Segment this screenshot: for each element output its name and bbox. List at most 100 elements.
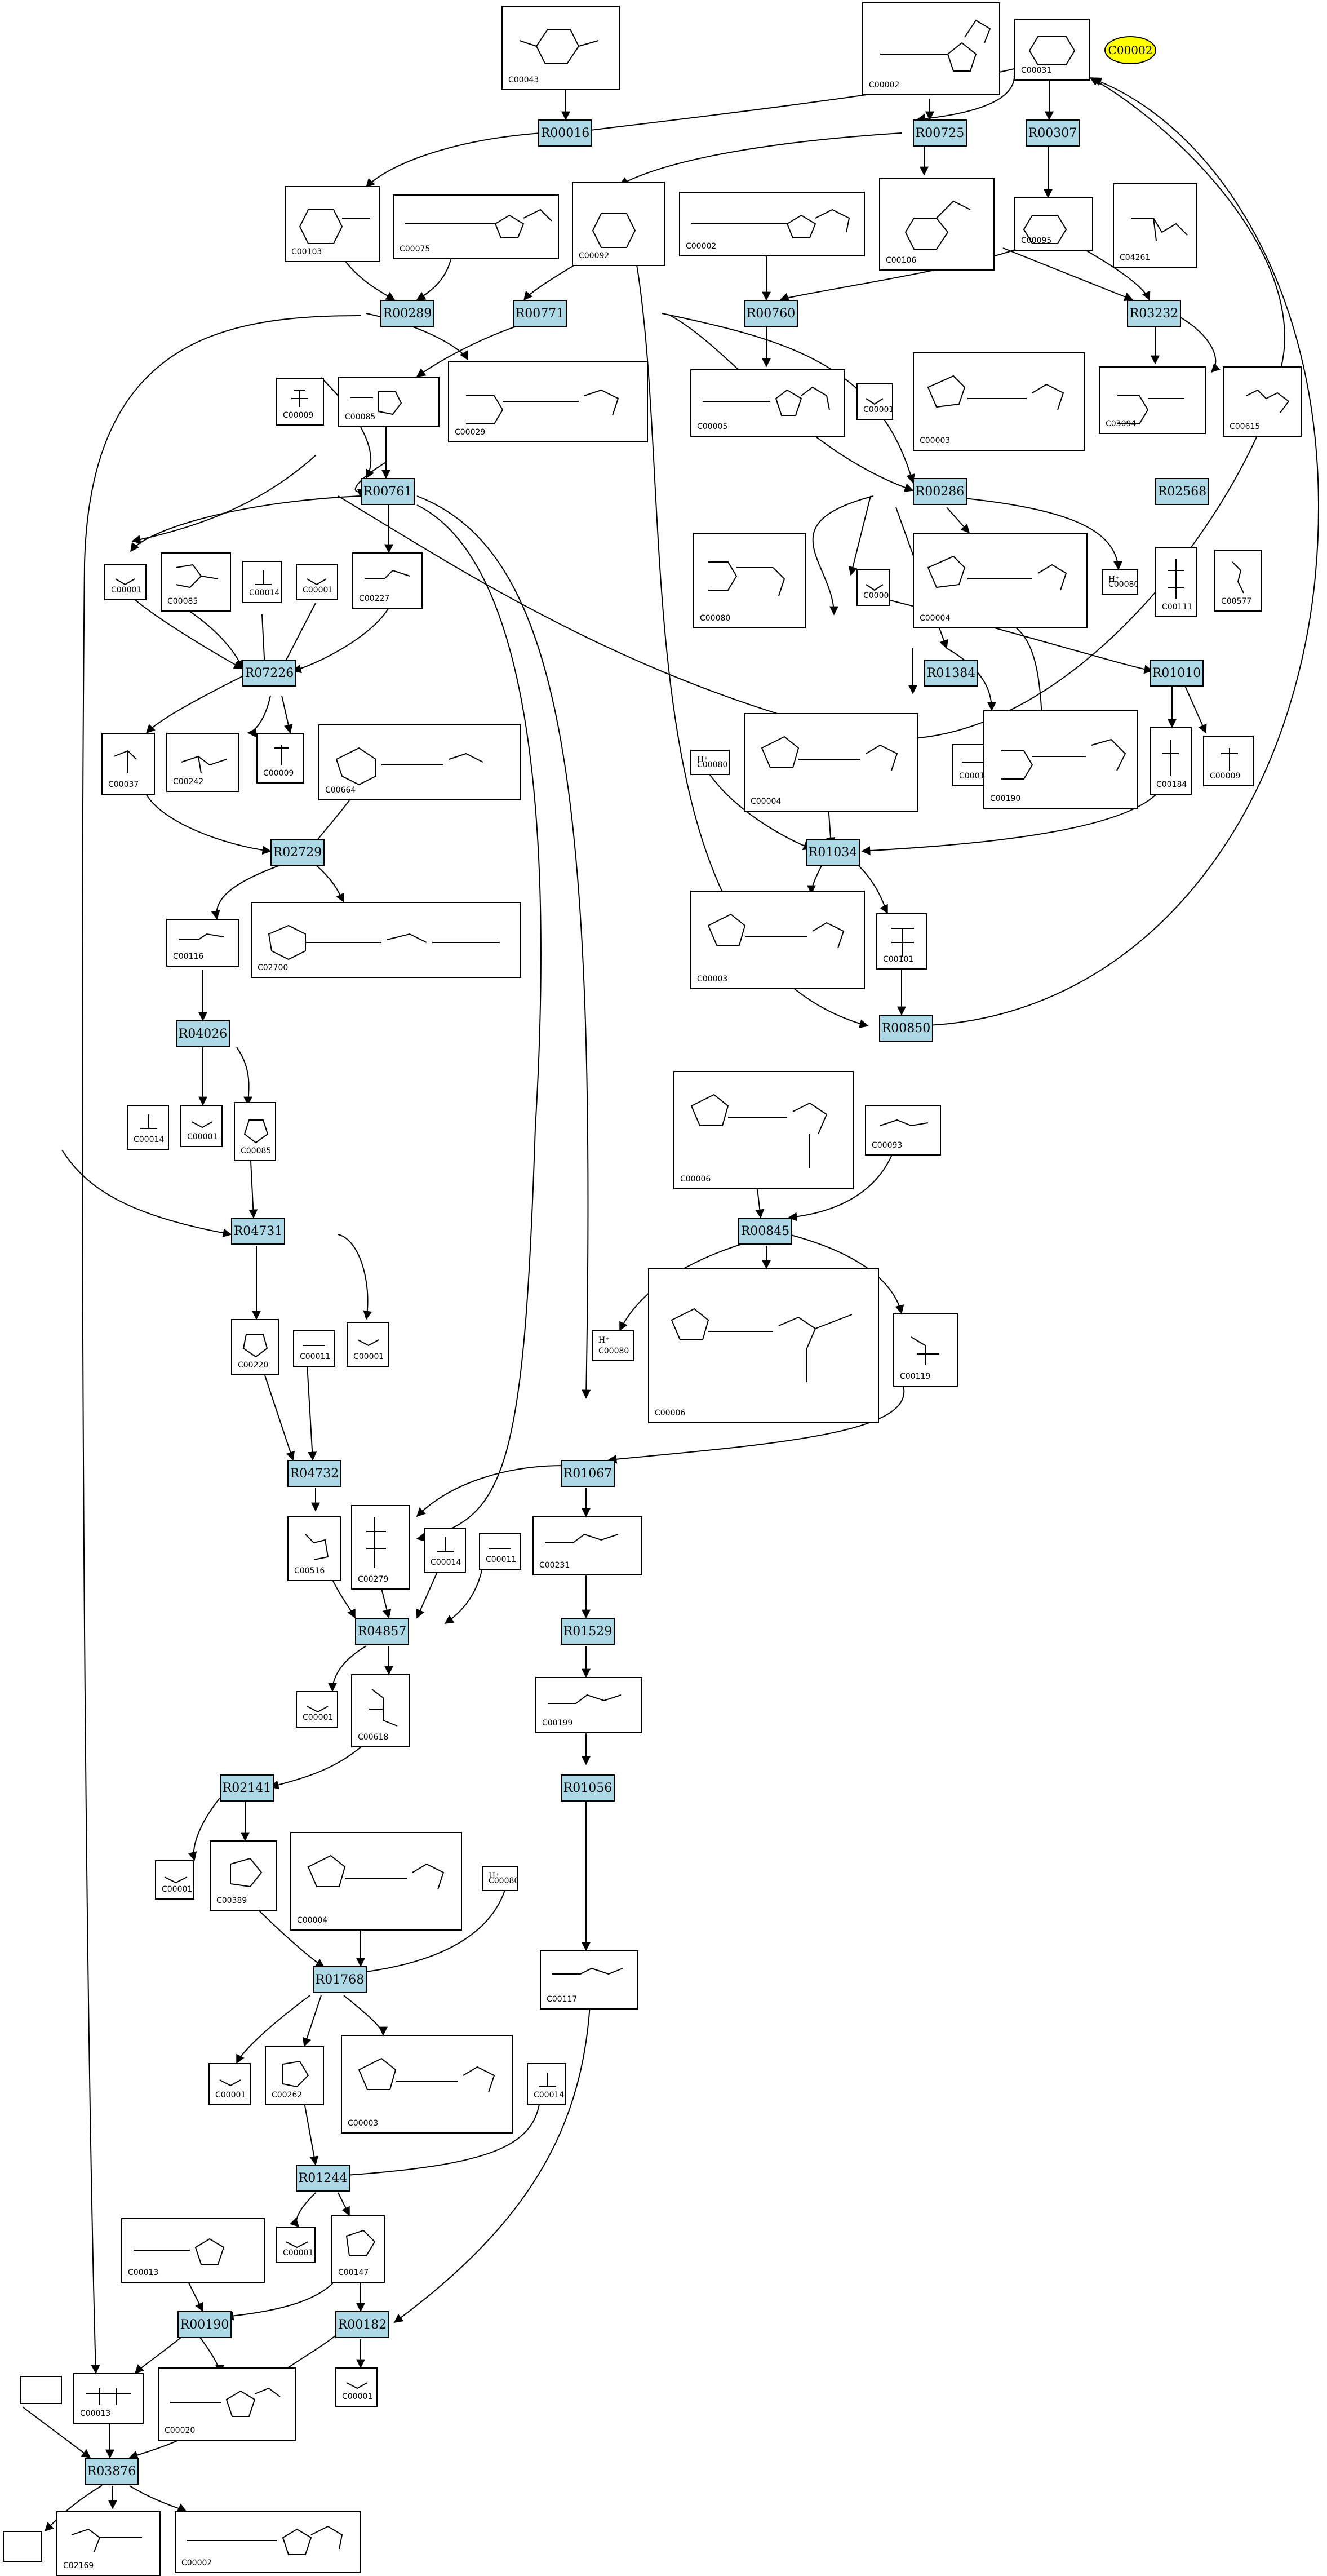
reaction-node[interactable]: R03232 xyxy=(1127,300,1181,327)
compound-node[interactable]: C00013 xyxy=(121,2218,265,2283)
reaction-node[interactable]: R01067 xyxy=(561,1460,615,1487)
compound-node[interactable]: C00006 xyxy=(673,1071,854,1189)
compound-node[interactable]: H⁺C00080 xyxy=(1102,569,1138,595)
compound-node[interactable]: C00009 xyxy=(256,733,304,784)
compound-node[interactable]: C00101 xyxy=(876,913,927,970)
compound-node[interactable]: C00184 xyxy=(1150,727,1192,795)
reaction-node[interactable]: R02568 xyxy=(1155,478,1209,505)
compound-node[interactable]: C00075 xyxy=(393,194,559,259)
compound-node[interactable]: C00080 xyxy=(693,533,806,628)
compound-node[interactable]: C00227 xyxy=(352,552,423,609)
compound-node[interactable]: C04261 xyxy=(1113,183,1197,268)
compound-node[interactable]: C00005 xyxy=(690,369,845,437)
compound-node[interactable]: C00618 xyxy=(351,1674,410,1747)
compound-node[interactable]: C00004 xyxy=(744,713,918,812)
reaction-node[interactable]: R00307 xyxy=(1026,119,1080,147)
compound-node[interactable]: C00009 xyxy=(276,378,324,426)
reaction-node[interactable]: R00761 xyxy=(361,478,415,505)
compound-node[interactable]: C00001 xyxy=(335,2367,378,2407)
compound-node[interactable]: C00147 xyxy=(331,2215,385,2283)
reaction-node[interactable]: R04026 xyxy=(176,1020,230,1047)
compound-node[interactable]: C00014 xyxy=(127,1105,169,1150)
compound-node[interactable]: C00103 xyxy=(285,186,380,262)
compound-node[interactable]: C00111 xyxy=(1155,547,1197,617)
reaction-node[interactable]: R04857 xyxy=(355,1618,409,1645)
compound-node[interactable]: C00001 xyxy=(155,1860,194,1900)
compound-node[interactable]: C00001 xyxy=(276,2227,316,2263)
reaction-node[interactable]: R00016 xyxy=(538,119,592,147)
compound-node[interactable]: C00085 xyxy=(338,377,440,427)
compound-node[interactable]: C00009 xyxy=(1203,736,1254,786)
compound-node[interactable]: C00013 xyxy=(73,2373,144,2424)
reaction-node[interactable]: R00190 xyxy=(177,2311,232,2338)
compound-node[interactable]: C02700 xyxy=(251,902,521,978)
reaction-node[interactable]: R04731 xyxy=(231,1218,285,1245)
compound-node[interactable]: C00003 xyxy=(690,891,865,989)
reaction-node[interactable]: R01768 xyxy=(313,1966,367,1993)
empty-node[interactable] xyxy=(20,2376,62,2404)
highlighted-compound-node[interactable]: C00002 xyxy=(1104,36,1156,64)
compound-node[interactable]: H⁺C00080 xyxy=(592,1330,634,1361)
compound-node[interactable]: C03094 xyxy=(1099,366,1206,434)
reaction-node[interactable]: R00845 xyxy=(738,1218,792,1245)
compound-node[interactable]: C00001 xyxy=(856,569,890,606)
reaction-node[interactable]: R01056 xyxy=(561,1774,615,1802)
compound-node[interactable]: C02169 xyxy=(56,2511,161,2576)
compound-node[interactable]: C00119 xyxy=(893,1313,958,1387)
compound-node[interactable]: C00043 xyxy=(501,6,620,90)
compound-node[interactable]: C00001 xyxy=(347,1322,389,1367)
compound-node[interactable]: C00095 xyxy=(1014,197,1093,251)
compound-node[interactable]: H⁺C00080 xyxy=(482,1866,518,1891)
compound-node[interactable]: C00031 xyxy=(1014,19,1090,81)
reaction-node[interactable]: R01010 xyxy=(1150,660,1204,687)
compound-node[interactable]: C00006 xyxy=(648,1268,879,1423)
compound-node[interactable]: C00231 xyxy=(532,1516,642,1575)
compound-node[interactable]: C00242 xyxy=(166,733,239,792)
compound-node[interactable]: C00615 xyxy=(1223,366,1302,437)
compound-node[interactable]: C00199 xyxy=(535,1677,642,1733)
compound-node[interactable]: C00664 xyxy=(318,724,521,800)
compound-node[interactable]: C00092 xyxy=(572,182,665,266)
compound-node[interactable]: C00001 xyxy=(208,2063,251,2105)
compound-node[interactable]: C00014 xyxy=(242,561,282,603)
compound-node[interactable]: C00085 xyxy=(161,552,231,612)
compound-node[interactable]: C00106 xyxy=(879,178,995,271)
compound-node[interactable]: C00003 xyxy=(913,352,1085,451)
compound-node[interactable]: H⁺C00080 xyxy=(690,750,730,775)
compound-node[interactable]: C00001 xyxy=(296,564,338,600)
reaction-node[interactable]: R00286 xyxy=(913,478,967,505)
compound-node[interactable]: C00001 xyxy=(180,1105,223,1147)
compound-node[interactable]: C00279 xyxy=(351,1505,410,1590)
compound-node[interactable]: C00093 xyxy=(865,1105,941,1156)
compound-node[interactable]: C00004 xyxy=(290,1832,462,1931)
compound-node[interactable]: C00001 xyxy=(104,564,147,600)
reaction-node[interactable]: R07226 xyxy=(242,660,296,687)
compound-node[interactable]: C00002 xyxy=(679,192,865,256)
compound-node[interactable]: C00002 xyxy=(862,2,1000,95)
reaction-node[interactable]: R04732 xyxy=(287,1460,341,1487)
reaction-node[interactable]: R01384 xyxy=(924,660,978,687)
compound-node[interactable]: C00029 xyxy=(448,361,648,442)
reaction-node[interactable]: R00725 xyxy=(913,119,967,147)
compound-node[interactable]: C00002 xyxy=(175,2511,361,2573)
compound-node[interactable]: C00001 xyxy=(856,383,893,420)
compound-node[interactable]: C00020 xyxy=(158,2367,296,2441)
compound-node[interactable]: C00014 xyxy=(527,2063,566,2105)
compound-node[interactable]: C00577 xyxy=(1214,550,1262,612)
reaction-node[interactable]: R01244 xyxy=(296,2165,350,2192)
compound-node[interactable]: C00389 xyxy=(210,1840,277,1911)
compound-node[interactable]: C00004 xyxy=(913,533,1088,628)
compound-node[interactable]: C00262 xyxy=(265,2046,324,2105)
reaction-node[interactable]: R02729 xyxy=(270,839,325,866)
compound-node[interactable]: C00516 xyxy=(287,1516,341,1581)
compound-node[interactable]: C00014 xyxy=(424,1528,466,1573)
reaction-node[interactable]: R00850 xyxy=(879,1015,933,1042)
compound-node[interactable]: C00085 xyxy=(234,1102,276,1161)
compound-node[interactable]: C00190 xyxy=(983,710,1138,809)
reaction-node[interactable]: R03876 xyxy=(85,2458,139,2485)
compound-node[interactable]: C00001 xyxy=(296,1691,338,1728)
reaction-node[interactable]: R00771 xyxy=(513,300,567,327)
compound-node[interactable]: C00011 xyxy=(479,1533,521,1570)
reaction-node[interactable]: R00289 xyxy=(380,300,434,327)
reaction-node[interactable]: R00760 xyxy=(744,300,798,327)
